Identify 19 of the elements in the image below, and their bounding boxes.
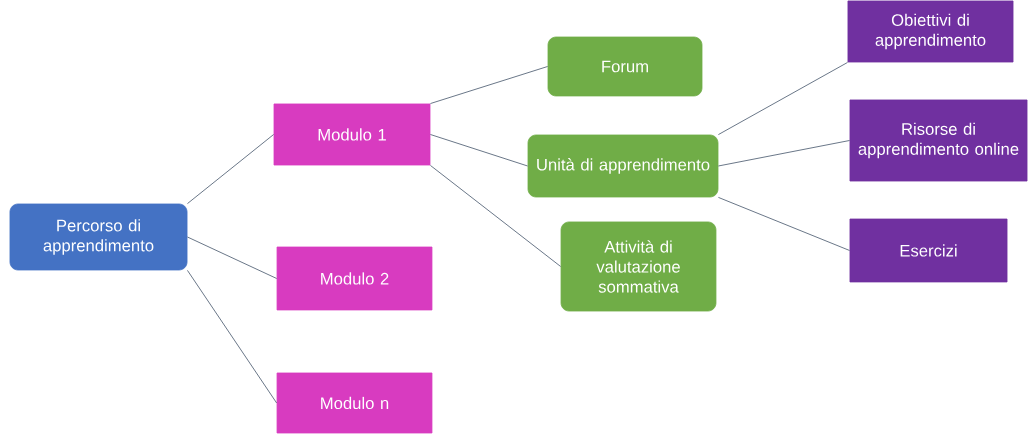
- connector-line: [187, 134, 274, 204]
- connector-line: [430, 66, 548, 104]
- module-box: Modulo 2: [276, 246, 433, 311]
- connector-line: [718, 140, 850, 167]
- connector-line: [430, 134, 528, 167]
- resource-box: Risorse di apprendimento online: [849, 99, 1028, 182]
- unit-box: Attività di valutazione sommativa: [560, 221, 717, 312]
- connector-line: [187, 236, 278, 279]
- connector-line: [187, 270, 278, 404]
- module-box: Modulo 1: [273, 103, 431, 166]
- connector-line: [718, 197, 850, 251]
- connector-line: [718, 62, 848, 135]
- resource-box: Esercizi: [849, 218, 1008, 283]
- unit-box: Forum: [547, 36, 703, 97]
- connector-line: [430, 165, 562, 267]
- module-box: Modulo n: [276, 372, 433, 434]
- resource-box: Obiettivi di apprendimento: [847, 0, 1014, 63]
- learning-path-box: Percorso di apprendimento: [9, 203, 188, 271]
- unit-box: Unità di apprendimento: [527, 134, 719, 198]
